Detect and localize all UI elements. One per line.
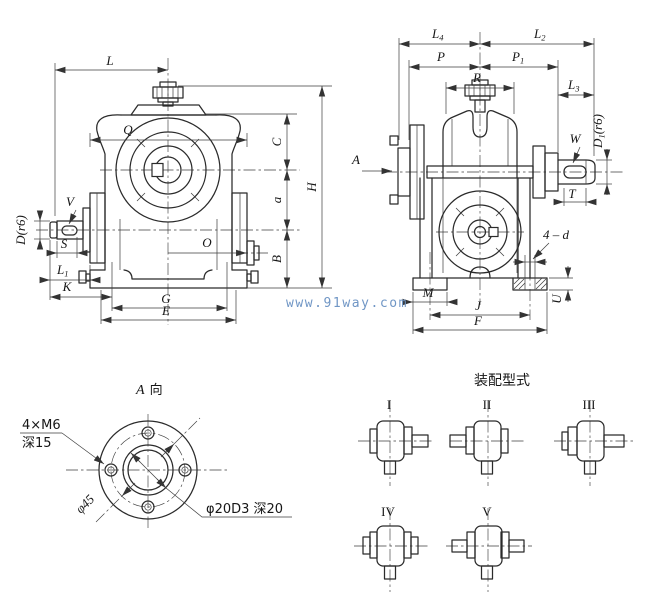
variant-5: V [446, 504, 532, 592]
dim-label-4d: 4 – d [543, 227, 570, 242]
bolt-circle [110, 432, 186, 508]
dim-label-a: a [269, 196, 284, 203]
bolt-circle-label: φ45 [72, 491, 97, 516]
dim-label-L3: L3 [567, 77, 579, 94]
flange-outer-circle [98, 420, 198, 520]
dim-label-D: D(r6) [13, 215, 28, 246]
side-view: L4 L2 P P1 R L3 W D1(r6) T A 4 – d U M J… [351, 26, 624, 334]
bolt-holes [104, 426, 192, 514]
thread-depth-label: 深15 [22, 436, 52, 451]
assembly-title: 装配型式 [474, 373, 530, 389]
bore-note-label: φ20D3 深20 [206, 502, 283, 517]
dim-label-L2: L2 [533, 26, 546, 43]
bell-housing [442, 110, 518, 179]
dim-label-L: L [105, 53, 113, 68]
dim-label-S: S [61, 236, 68, 251]
housing-body [96, 114, 241, 271]
dim-label-K: K [62, 279, 73, 294]
dim-label-L1: L1 [56, 262, 68, 279]
dim-label-L4: L4 [431, 26, 444, 43]
dim-label-Q: Q [123, 122, 133, 137]
dim-label-R: R [472, 70, 481, 85]
side-view-dimensions: L4 L2 P P1 R L3 W D1(r6) T A 4 – d U M J… [351, 26, 612, 334]
dim-label-F: F [473, 313, 483, 328]
variant-3-label: III [583, 397, 596, 412]
variant-1: I [358, 397, 434, 486]
dim-label-E: E [161, 303, 170, 318]
dim-label-W: W [570, 131, 582, 146]
output-shaft-assembly [532, 145, 596, 199]
dim-label-V: V [66, 194, 76, 209]
variant-2-label: II [483, 397, 492, 412]
base-feet [78, 262, 259, 311]
watermark: www.91way.com [286, 296, 408, 311]
variant-2: II [449, 397, 524, 486]
dim-label-C: C [269, 137, 284, 146]
dim-label-J: J [475, 298, 482, 313]
thread-note-label: 4×M6 [22, 418, 61, 433]
breather-knob [152, 81, 184, 107]
variant-4-label: IV [381, 504, 395, 519]
dim-label-D1: D1(r6) [590, 114, 607, 149]
dim-label-B: B [269, 255, 284, 263]
input-shaft-assembly [49, 192, 106, 264]
variant-3: III [554, 397, 636, 486]
input-shaft-keyway [61, 225, 78, 236]
lower-housing [419, 177, 531, 279]
dim-label-U: U [549, 293, 564, 304]
worm-wheel-circles [438, 190, 522, 274]
variant-5-label: V [482, 504, 492, 519]
dim-label-M: M [422, 285, 435, 300]
assembly-variants: 装配型式 I II [354, 373, 636, 592]
output-bore-keyway [151, 162, 164, 178]
dim-label-G: G [161, 291, 171, 306]
front-view-dimensions: L Q C a B H O V D(r6) S L1 K G E [13, 53, 332, 324]
dim-label-O: O [202, 235, 212, 250]
view-direction-A: A [351, 152, 360, 167]
side-feet [412, 255, 548, 291]
dim-label-T: T [568, 186, 576, 201]
bore-inner [127, 449, 169, 491]
variant-4: IV [354, 504, 428, 592]
right-flange [231, 192, 260, 266]
dim-label-P: P [436, 49, 445, 64]
variant-1-label: I [387, 397, 391, 412]
dim-label-H: H [304, 182, 319, 193]
worm-end-cap [389, 124, 425, 220]
output-shaft-keyway [563, 165, 587, 179]
front-view: L Q C a B H O V D(r6) S L1 K G E [13, 53, 332, 325]
dim-label-P1: P1 [511, 49, 524, 66]
bore-outer [122, 444, 174, 496]
wheel-boss-circles [115, 117, 221, 223]
